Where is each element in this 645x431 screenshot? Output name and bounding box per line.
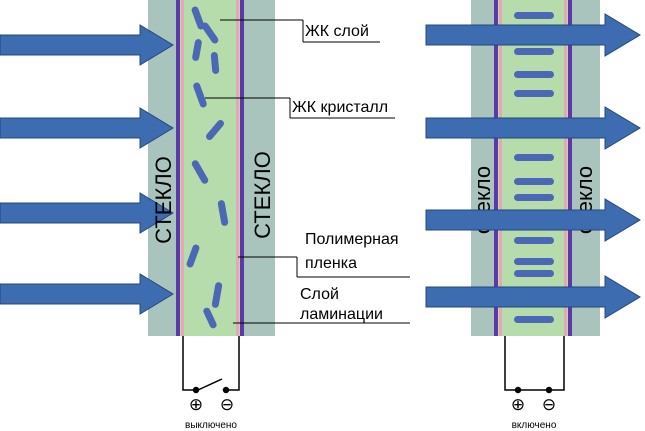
lc-crystal [514, 178, 554, 185]
lc-crystal [514, 12, 554, 19]
callouts: ЖК слой ЖК кристалл Полимерная пленка Сл… [205, 19, 410, 324]
light-arrow [0, 107, 174, 149]
lc-crystal [211, 282, 223, 308]
light-arrow [425, 275, 641, 319]
lc-crystal [206, 119, 224, 141]
lc-crystal [191, 6, 205, 30]
lamination-label: ламинации [300, 306, 383, 323]
polymer-film-strip [176, 0, 180, 336]
state-off-label: выключено [185, 420, 237, 431]
power-circuit-on [504, 336, 565, 394]
state-on-label: включено [512, 420, 557, 431]
polymer-film-strip [568, 0, 572, 336]
wire [228, 336, 240, 391]
power-circuit-off [182, 336, 240, 394]
cell-off: СТЕКЛО СТЕКЛО ⊕ ⊖ выключено [0, 0, 275, 431]
circuit-contact [514, 386, 522, 394]
glass-pane-left-inner [243, 0, 275, 336]
glass-label: СТЕКЛО [151, 156, 176, 244]
switch-contact [222, 386, 230, 394]
lc-layer [496, 0, 570, 336]
lc-crystal [514, 48, 554, 55]
lc-crystal [514, 71, 554, 78]
lc-crystal [514, 270, 554, 277]
lamination-strip [236, 0, 239, 336]
lc-crystal [186, 244, 200, 268]
lc-crystal [514, 154, 554, 161]
lc-crystal [193, 82, 207, 108]
polymer-film-label: Полимерная [305, 231, 399, 248]
wire [504, 336, 565, 391]
light-arrows-blocked [0, 24, 174, 315]
lc-crystal [191, 160, 209, 184]
lc-crystal [514, 90, 554, 97]
plus-terminal-icon: ⊕ [511, 395, 525, 414]
lc-crystal [210, 52, 220, 74]
polymer-film-label: пленка [305, 255, 357, 272]
cell-on: стекло стекло ⊕ ⊖ включено [425, 0, 641, 431]
lc-crystal [192, 39, 202, 61]
switch-contact [192, 386, 200, 394]
light-arrow [425, 198, 641, 242]
light-arrow [0, 192, 174, 234]
lc-layer [178, 0, 243, 336]
lc-crystal-label: ЖК кристалл [292, 99, 388, 116]
lc-crystals-random [186, 6, 229, 329]
lamination-label: Слой [300, 286, 339, 303]
polymer-film-strip [494, 0, 498, 336]
glass-pane-right [570, 0, 600, 336]
plus-terminal-icon: ⊕ [189, 395, 203, 414]
lc-crystal [514, 237, 554, 244]
lc-crystal [203, 307, 217, 329]
light-arrow [425, 106, 641, 150]
lc-crystal [514, 194, 554, 201]
polymer-film-strip [240, 0, 244, 336]
lc-crystal [201, 22, 219, 44]
glass-pane-left [471, 0, 496, 336]
light-arrow [0, 24, 174, 66]
wire [182, 336, 194, 391]
lc-crystals-aligned [514, 12, 554, 323]
light-arrow [425, 13, 641, 57]
circuit-contact [545, 386, 553, 394]
lamination-strip [564, 0, 567, 336]
lamination-strip [499, 0, 502, 336]
minus-terminal-icon: ⊖ [542, 395, 556, 414]
light-arrow [0, 273, 174, 315]
light-arrows-transmitted [425, 13, 641, 319]
minus-terminal-icon: ⊖ [220, 395, 234, 414]
glass-label: СТЕКЛО [250, 151, 275, 239]
lc-crystal [217, 200, 229, 226]
open-switch-icon [197, 378, 223, 391]
lc-crystal [514, 258, 554, 265]
lc-crystal [514, 316, 554, 323]
lamination-strip [181, 0, 184, 336]
lc-layer-label: ЖК слой [305, 23, 369, 40]
